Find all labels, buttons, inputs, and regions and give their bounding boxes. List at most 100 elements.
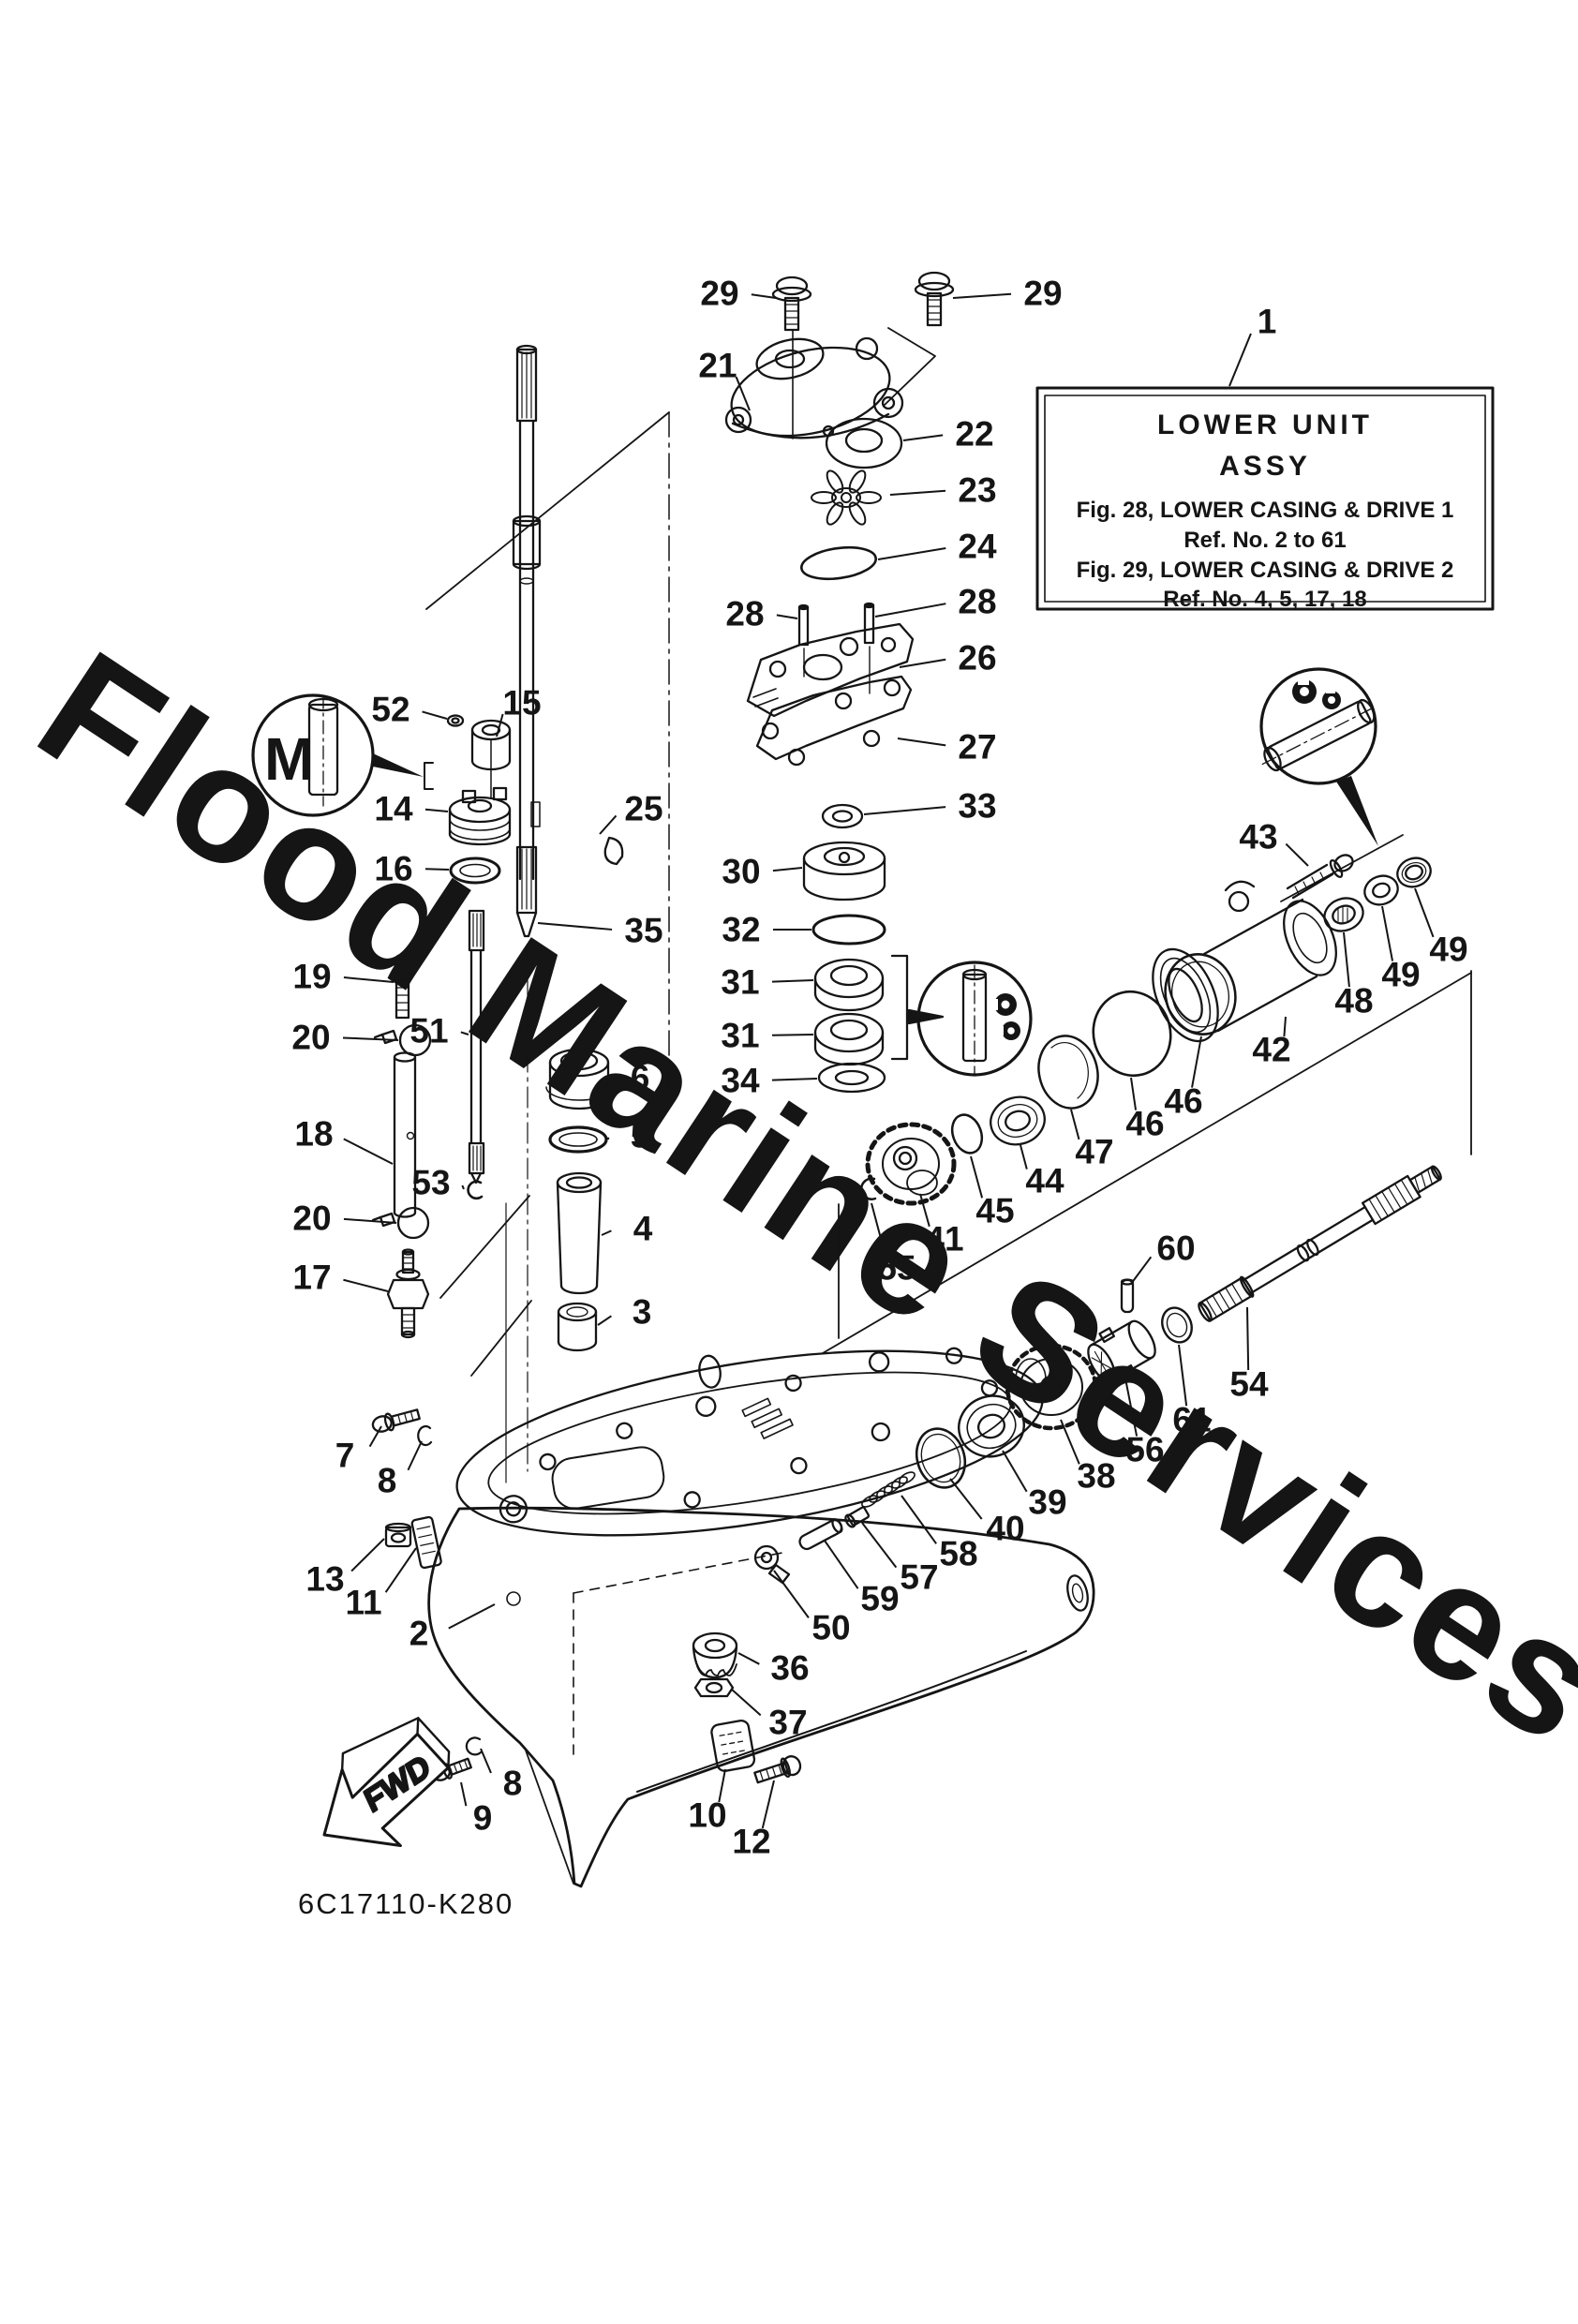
leader-line-25 <box>599 814 618 835</box>
washer-8-upper <box>417 1425 433 1447</box>
callout-48: 48 <box>1334 982 1373 1020</box>
leader-line-48 <box>1343 931 1350 988</box>
leader-line-39 <box>1002 1450 1028 1493</box>
bolt-43 <box>1286 854 1354 900</box>
callout-9: 9 <box>473 1799 493 1838</box>
callout-56: 56 <box>1125 1431 1164 1469</box>
callout-4: 4 <box>633 1210 653 1248</box>
callout-22: 22 <box>955 415 993 454</box>
info-box <box>1035 386 1495 611</box>
callout-8: 8 <box>378 1462 397 1500</box>
seal-housing-22 <box>822 417 903 469</box>
bolt-29-left <box>771 276 812 439</box>
bearing-carrier-42 <box>1152 880 1337 1043</box>
callout-55: 55 <box>877 1249 916 1288</box>
callout-36: 36 <box>770 1649 809 1688</box>
callout-41: 41 <box>925 1220 963 1259</box>
spring-58 <box>861 1471 916 1508</box>
bolt-12 <box>753 1755 802 1784</box>
prop-nut-36 <box>692 1631 738 1679</box>
leader-line-29 <box>952 292 1012 299</box>
leader-line-10 <box>718 1768 726 1803</box>
o-ring-45 <box>950 1113 984 1155</box>
stud-19 <box>394 953 410 1020</box>
info-box-line-4: Ref. No. 4, 5, 17, 18 <box>1163 587 1366 612</box>
leader-line-21 <box>735 376 751 411</box>
leader-line-22 <box>902 434 944 441</box>
leader-line-13 <box>350 1538 385 1572</box>
callout-51: 51 <box>409 1012 448 1050</box>
leader-line-56 <box>1124 1373 1139 1437</box>
callout-34: 34 <box>721 1062 760 1100</box>
callout-28: 28 <box>725 595 764 633</box>
gear-38 <box>1005 1343 1098 1431</box>
bearing-31-lower <box>813 1012 885 1066</box>
seal-49b <box>1396 857 1432 888</box>
callout-26: 26 <box>958 639 996 678</box>
bushing-3 <box>557 1302 598 1352</box>
detail-bracket-31 <box>890 954 945 1061</box>
callout-8: 8 <box>503 1765 523 1803</box>
leader-line-43 <box>1285 842 1309 867</box>
leader-line-6 <box>607 1078 611 1080</box>
leader-line-24 <box>877 546 946 560</box>
callout-25: 25 <box>624 790 662 828</box>
callout-45: 45 <box>975 1192 1014 1230</box>
leader-line-29 <box>751 293 777 299</box>
leader-line-3 <box>597 1315 612 1326</box>
callout-54: 54 <box>1229 1365 1269 1404</box>
leader-line-2 <box>448 1603 496 1630</box>
callout-29: 29 <box>700 275 738 313</box>
leader-line-1 <box>1228 333 1252 387</box>
pin-59 <box>798 1518 843 1551</box>
callout-47: 47 <box>1075 1133 1113 1171</box>
leader-line-36 <box>737 1652 760 1665</box>
callout-6: 6 <box>631 1059 650 1097</box>
bolt-7 <box>371 1408 421 1433</box>
callout-53: 53 <box>411 1164 450 1202</box>
shift-cam-15 <box>470 719 512 799</box>
leader-line-17 <box>343 1278 389 1292</box>
callout-33: 33 <box>958 787 996 826</box>
callout-37: 37 <box>768 1704 807 1742</box>
oil-seal-housing-30 <box>802 841 886 901</box>
leader-line-20 <box>343 1217 397 1224</box>
callout-44: 44 <box>1025 1162 1064 1200</box>
callout-49: 49 <box>1381 956 1420 994</box>
seal-44 <box>990 1095 1046 1146</box>
info-box-line-3: Fig. 29, LOWER CASING & DRIVE 2 <box>1077 558 1454 583</box>
leader-line-9 <box>460 1781 468 1807</box>
callout-5: 5 <box>631 1117 650 1155</box>
leader-line-37 <box>730 1688 762 1717</box>
leader-line-4 <box>601 1229 612 1236</box>
leader-line-49 <box>1414 887 1435 938</box>
leader-line-51 <box>460 1031 469 1035</box>
callout-3: 3 <box>633 1293 652 1332</box>
panel-boundary-lines <box>425 411 1472 1377</box>
anode-plate-10 <box>710 1720 756 1772</box>
callout-58: 58 <box>939 1535 977 1573</box>
leader-line-61 <box>1178 1344 1188 1407</box>
callout-35: 35 <box>624 912 662 950</box>
shift-rod-51 <box>468 909 485 1184</box>
drawing-code: 6C17110-K280 <box>298 1887 514 1920</box>
leader-line-54 <box>1246 1306 1250 1371</box>
leader-line-53 <box>461 1184 465 1190</box>
o-ring-16 <box>449 857 501 885</box>
leader-line-15 <box>496 713 504 737</box>
plug-57 <box>844 1506 871 1528</box>
info-box-subtitle: ASSY <box>1219 451 1311 482</box>
nut-13 <box>384 1522 412 1548</box>
callout-19: 19 <box>292 958 331 996</box>
leader-line-34 <box>771 1078 818 1081</box>
plate-gasket-27 <box>755 675 913 767</box>
anode-stud-17 <box>386 1248 430 1339</box>
leader-line-18 <box>343 1138 394 1165</box>
info-box-line-2: Ref. No. 2 to 61 <box>1184 528 1346 553</box>
o-ring-5 <box>548 1125 608 1154</box>
callout-20: 20 <box>292 1199 331 1238</box>
callout-1: 1 <box>1258 303 1277 341</box>
callout-15: 15 <box>502 684 541 723</box>
leader-line-8 <box>407 1440 423 1471</box>
